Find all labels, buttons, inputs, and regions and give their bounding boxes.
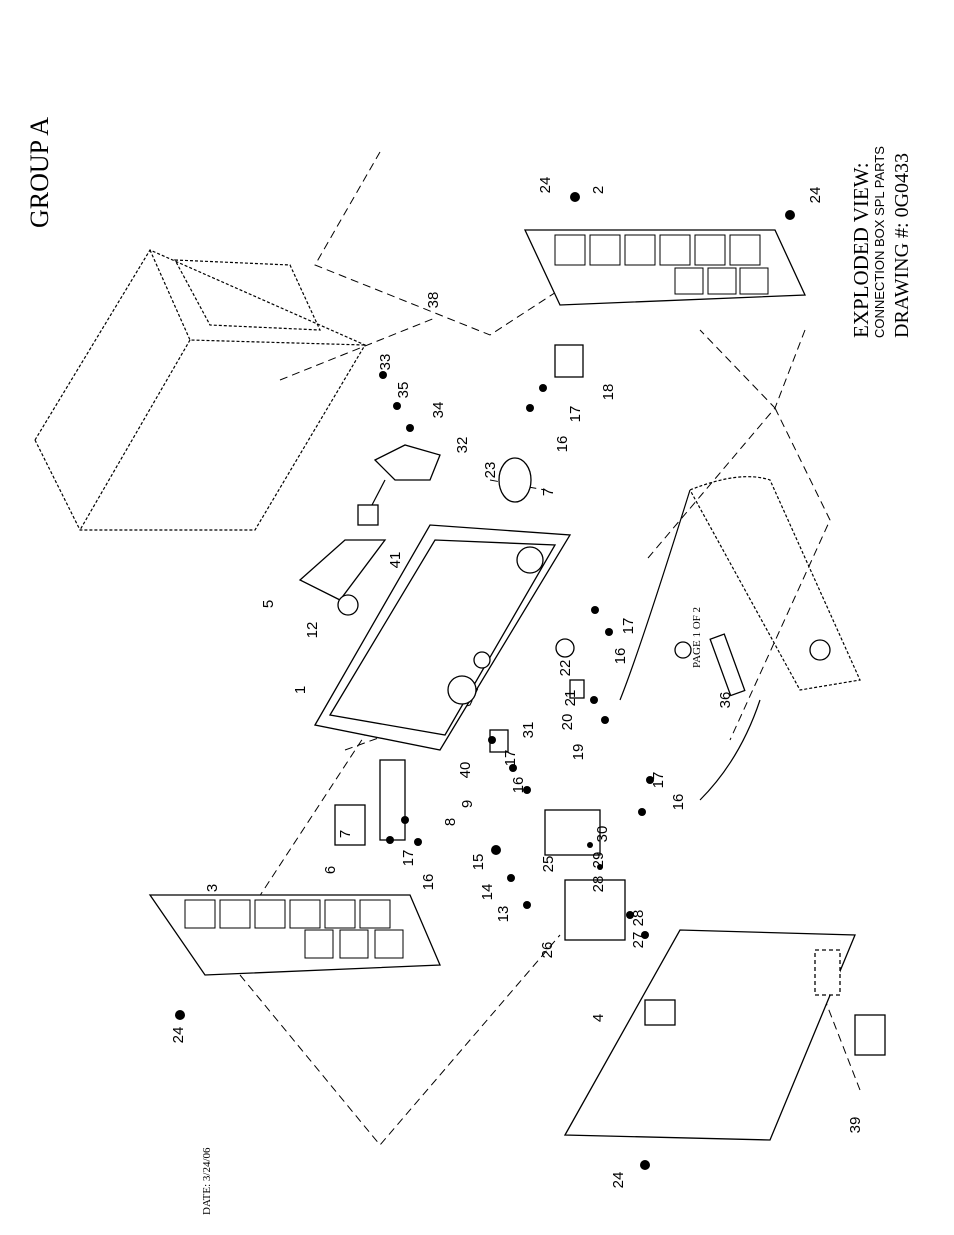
component-part-18 xyxy=(554,344,584,378)
callout-1: 1 xyxy=(292,686,309,694)
connection-box-part-1 xyxy=(313,524,572,751)
title-exploded-view: EXPLODED VIEW: xyxy=(849,162,873,338)
callout-5: 5 xyxy=(260,600,277,608)
side-panel-part-3 xyxy=(148,894,441,976)
callout-27: 27 xyxy=(630,932,647,949)
callout-3: 3 xyxy=(204,884,221,892)
callout-16: 16 xyxy=(554,436,571,453)
generator-frame xyxy=(619,476,861,801)
grommet-part-23 xyxy=(498,457,532,503)
callout-17: 17 xyxy=(567,406,584,423)
callout-34: 34 xyxy=(430,402,447,419)
callout-13: 13 xyxy=(495,906,512,923)
side-panel-part-2 xyxy=(523,229,806,306)
callout-38: 38 xyxy=(425,292,442,309)
callout-28: 28 xyxy=(630,910,647,927)
callout-12: 12 xyxy=(304,622,321,639)
terminal-block-part-7 xyxy=(334,804,366,846)
callout-35: 35 xyxy=(395,382,412,399)
component-part-22 xyxy=(555,638,575,658)
callout-16: 16 xyxy=(510,777,527,794)
callout-24: 24 xyxy=(610,1172,627,1189)
callout-7: 7 xyxy=(337,830,354,838)
drawing-number: DRAWING #: 0G0433 xyxy=(891,153,913,338)
title-part-name: CONNECTION BOX SPL PARTS xyxy=(872,146,887,338)
callout-28: 28 xyxy=(590,876,607,893)
callout-39: 39 xyxy=(847,1117,864,1134)
callout-4: 4 xyxy=(590,1014,607,1022)
breaker-part-26 xyxy=(564,879,626,941)
callout-24: 24 xyxy=(537,177,554,194)
callout-14: 14 xyxy=(479,884,496,901)
callout-17: 17 xyxy=(502,750,519,767)
callout-15: 15 xyxy=(470,854,487,871)
callout-26: 26 xyxy=(539,942,556,959)
bracket-part-21 xyxy=(569,679,585,699)
callout-36: 36 xyxy=(717,692,734,709)
date: DATE: 3/24/06 xyxy=(201,1147,213,1215)
callout-8: 8 xyxy=(442,818,459,826)
front-panel-part-4 xyxy=(563,929,856,1141)
callout-24: 24 xyxy=(807,187,824,204)
page-number: PAGE 1 OF 2 xyxy=(691,607,703,668)
callout-30: 30 xyxy=(594,826,611,843)
callout-22: 22 xyxy=(557,660,574,677)
callout-32: 32 xyxy=(454,437,471,454)
component-part-32 xyxy=(357,444,441,526)
callout-17: 17 xyxy=(650,772,667,789)
callout-31: 31 xyxy=(520,722,537,739)
grommet-part-12 xyxy=(337,594,359,616)
callout-7: 7 xyxy=(540,488,557,496)
callout-23: 23 xyxy=(482,462,499,479)
callout-20: 20 xyxy=(559,714,576,731)
callout-18: 18 xyxy=(600,384,617,401)
callout-6: 6 xyxy=(322,866,339,874)
label-part-39 xyxy=(854,1014,886,1056)
enclosure-housing xyxy=(34,249,366,531)
callout-16: 16 xyxy=(670,794,687,811)
callout-16: 16 xyxy=(612,648,629,665)
callout-16: 16 xyxy=(420,874,437,891)
terminal-block-part-25 xyxy=(544,809,601,856)
callout-33: 33 xyxy=(377,354,394,371)
group-title: GROUP A xyxy=(25,117,54,228)
callout-41: 41 xyxy=(387,552,404,569)
cover-plate-part-5 xyxy=(298,539,387,601)
callout-29: 29 xyxy=(590,852,607,869)
callout-17: 17 xyxy=(620,618,637,635)
callout-9: 9 xyxy=(459,800,476,808)
callout-17: 17 xyxy=(400,850,417,867)
terminal-strip-part-9 xyxy=(379,759,406,841)
callout-21: 21 xyxy=(562,690,579,707)
callout-25: 25 xyxy=(540,856,557,873)
callout-2: 2 xyxy=(590,186,607,194)
callout-24: 24 xyxy=(170,1027,187,1044)
callout-19: 19 xyxy=(570,744,587,761)
fasteners xyxy=(175,192,795,1170)
callout-40: 40 xyxy=(457,762,474,779)
